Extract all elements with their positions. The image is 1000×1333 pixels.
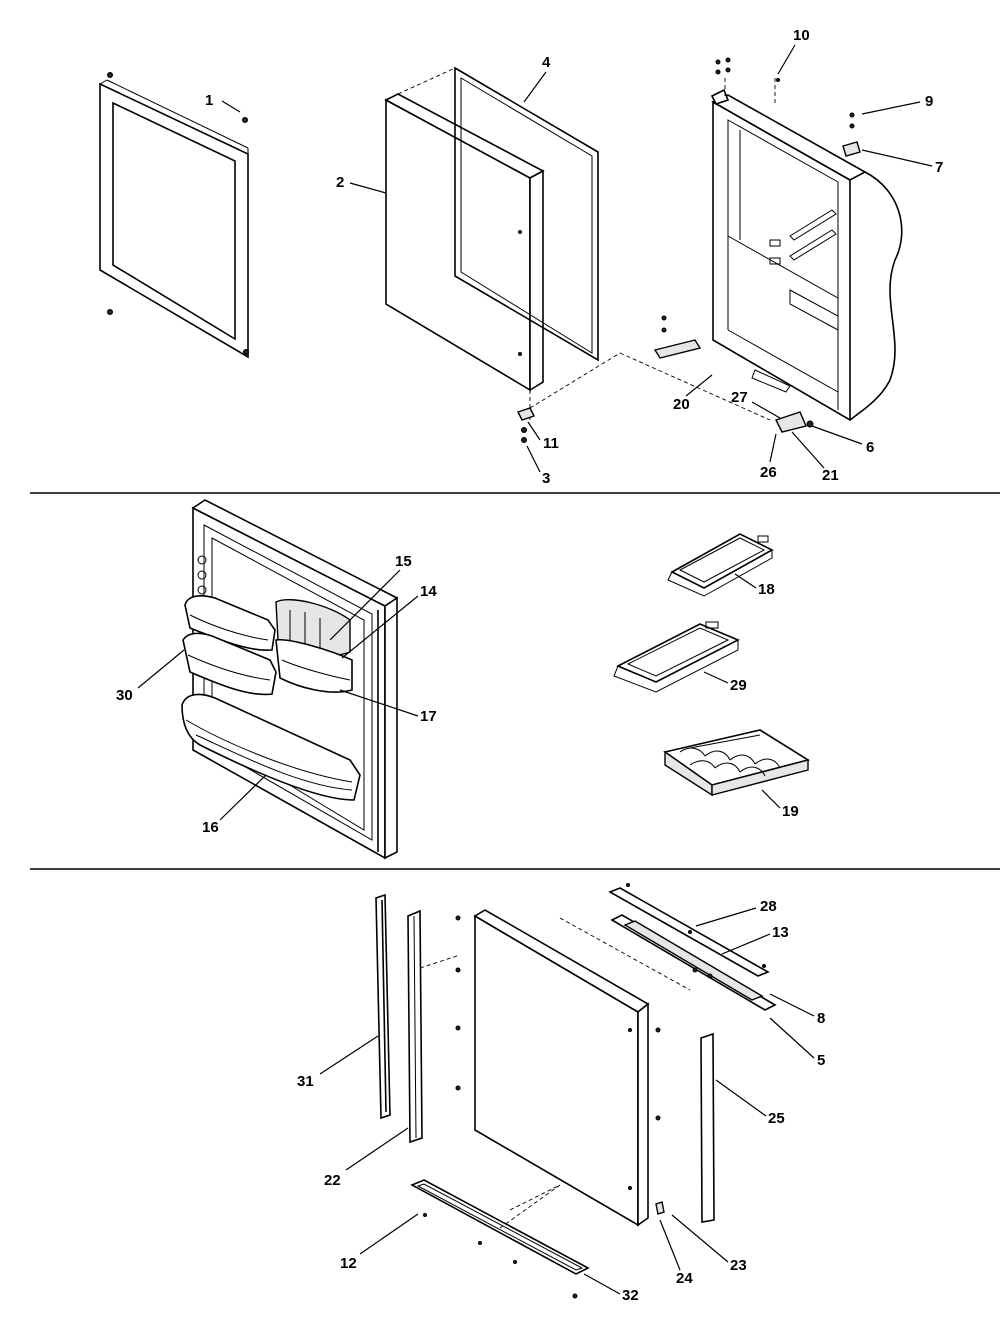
door-bin-upper-left [182, 595, 277, 696]
callout-11: 11 [527, 421, 559, 452]
callout-10: 10 [777, 27, 810, 75]
svg-text:22: 22 [324, 1172, 341, 1189]
svg-text:32: 32 [622, 1287, 639, 1304]
door-frame-part [99, 72, 249, 359]
callout-26: 26 [760, 433, 777, 481]
svg-text:2: 2 [336, 174, 344, 191]
bottom-rail-part [410, 1179, 590, 1299]
svg-text:7: 7 [935, 159, 943, 176]
callout-24: 24 [659, 1219, 693, 1287]
callout-7: 7 [861, 149, 943, 176]
svg-text:6: 6 [866, 439, 874, 456]
callout-31: 31 [297, 1035, 379, 1090]
svg-text:26: 26 [760, 464, 777, 481]
egg-tray-part [663, 729, 810, 797]
top-rail-part [608, 883, 777, 1011]
svg-text:4: 4 [542, 54, 551, 71]
svg-text:13: 13 [772, 924, 789, 941]
callout-4: 4 [523, 54, 551, 103]
svg-text:1: 1 [205, 92, 213, 109]
svg-text:16: 16 [202, 819, 219, 836]
callout-29: 29 [703, 671, 747, 694]
callout-27: 27 [731, 389, 781, 419]
svg-text:21: 21 [822, 467, 839, 484]
svg-text:25: 25 [768, 1110, 785, 1127]
callout-16: 16 [202, 774, 267, 836]
callout-15: 15 [329, 553, 412, 641]
svg-text:23: 23 [730, 1257, 747, 1274]
callout-21: 21 [791, 431, 839, 484]
shelf-29-part [613, 621, 740, 693]
side-trim-part [407, 909, 423, 1144]
callout-28: 28 [695, 898, 777, 927]
svg-text:30: 30 [116, 687, 133, 704]
callout-25: 25 [715, 1079, 785, 1127]
svg-text:10: 10 [793, 27, 810, 44]
svg-text:11: 11 [543, 435, 559, 452]
svg-text:12: 12 [340, 1255, 357, 1272]
callout-18: 18 [734, 573, 775, 598]
callout-8: 8 [769, 993, 825, 1027]
shelf-18-part [667, 533, 774, 597]
callout-22: 22 [324, 1127, 409, 1189]
callout-2: 2 [336, 174, 387, 194]
callout-3: 3 [526, 445, 550, 487]
door-panel-part [384, 93, 545, 392]
right-trim-part [700, 1032, 715, 1223]
svg-text:9: 9 [925, 93, 933, 110]
door-bin-lower [181, 693, 361, 801]
callout-19: 19 [761, 789, 799, 820]
callout-12: 12 [340, 1213, 419, 1272]
svg-text:31: 31 [297, 1073, 314, 1090]
svg-text:28: 28 [760, 898, 777, 915]
svg-text:20: 20 [673, 396, 690, 413]
callout-9: 9 [861, 93, 933, 115]
svg-text:14: 14 [420, 583, 437, 600]
svg-text:17: 17 [420, 708, 437, 725]
svg-text:24: 24 [676, 1270, 693, 1287]
svg-text:27: 27 [731, 389, 748, 406]
svg-text:15: 15 [395, 553, 412, 570]
callout-5: 5 [769, 1017, 825, 1069]
callout-20: 20 [673, 374, 713, 413]
dairy-compartment [275, 599, 353, 693]
callout-30: 30 [116, 649, 185, 704]
cabinet-part [529, 57, 903, 433]
svg-text:29: 29 [730, 677, 747, 694]
svg-text:18: 18 [758, 581, 775, 598]
callout-1: 1 [205, 92, 241, 113]
bottom-hinge-part [517, 407, 535, 443]
svg-text:3: 3 [542, 470, 550, 487]
callout-13: 13 [721, 924, 789, 955]
handle-strip-part [375, 893, 391, 1120]
svg-text:8: 8 [817, 1010, 825, 1027]
svg-text:5: 5 [817, 1052, 825, 1069]
callout-6: 6 [811, 425, 874, 456]
callout-23: 23 [671, 1214, 747, 1274]
svg-text:19: 19 [782, 803, 799, 820]
callout-14: 14 [341, 583, 437, 659]
callout-17: 17 [339, 689, 437, 725]
callout-32: 32 [583, 1273, 639, 1304]
freezer-door-part [419, 909, 691, 1227]
